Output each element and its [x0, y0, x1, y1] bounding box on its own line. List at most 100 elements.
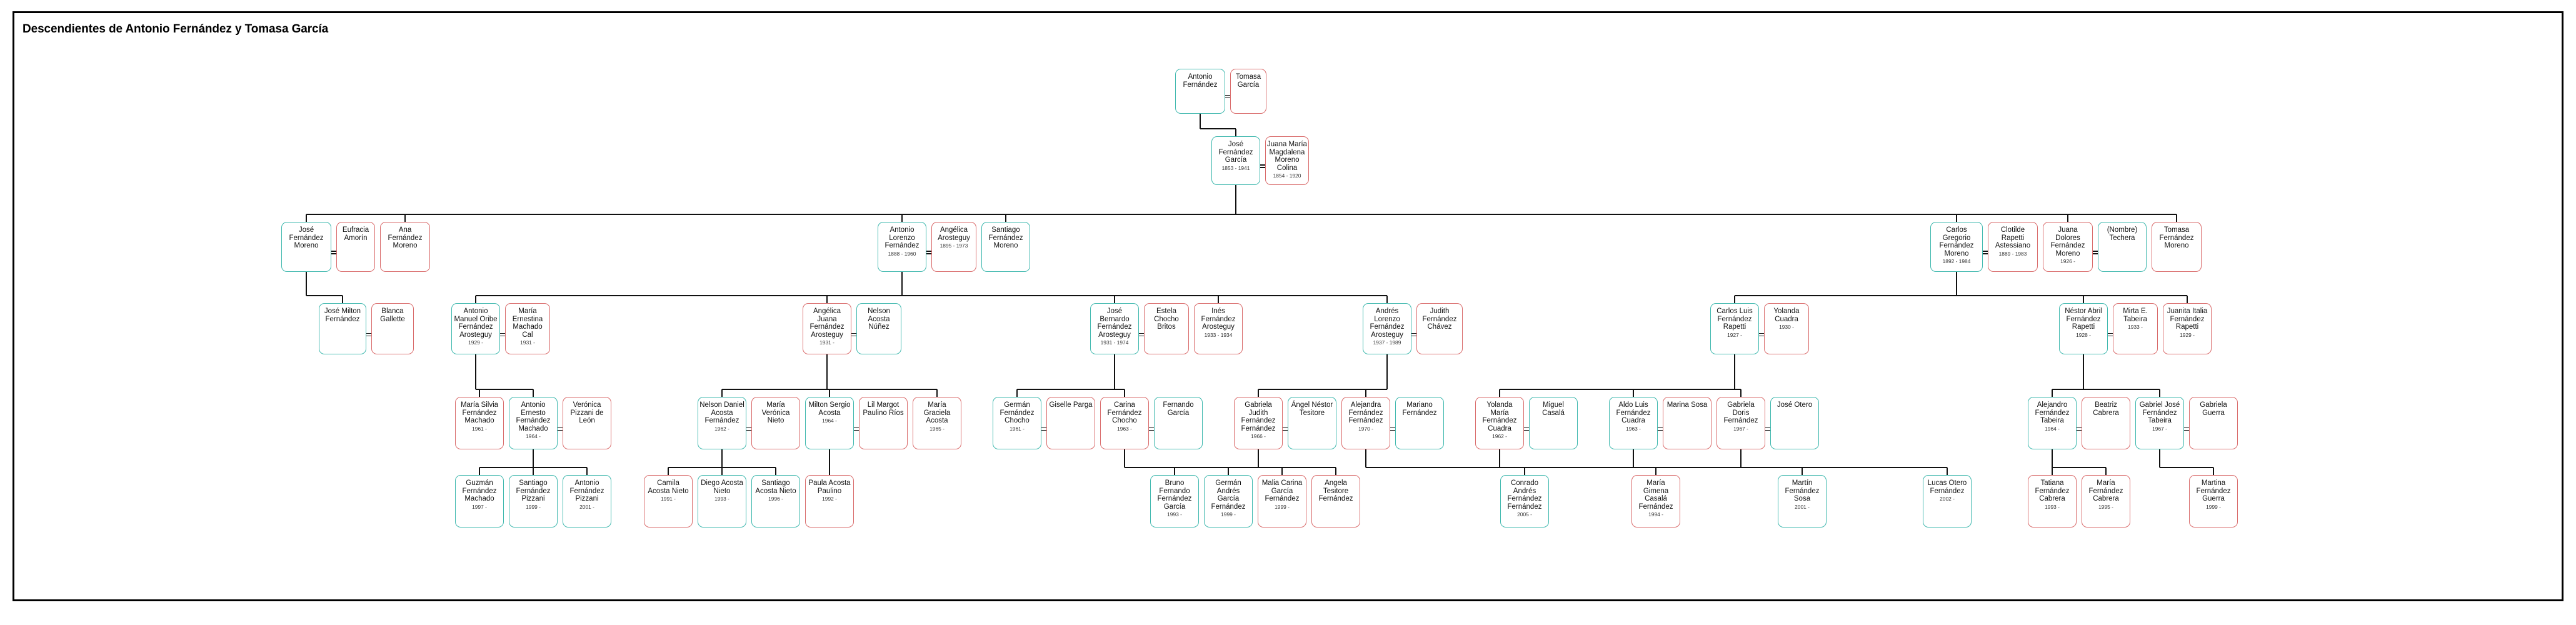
marriage-link — [854, 427, 859, 431]
person-name: Antonio Manuel Oribe Fernández Arosteguy — [454, 308, 498, 339]
person-box[interactable]: Antonio Manuel Oribe Fernández Arosteguy… — [451, 303, 500, 354]
person-box[interactable]: Santiago Fernández Moreno — [981, 222, 1030, 272]
person-box[interactable]: Mariano Fernández — [1395, 397, 1444, 449]
person-box[interactable]: Lil Margot Paulino Ríos — [859, 397, 908, 449]
person-dates: 1966 - — [1251, 433, 1266, 440]
marriage-link — [1411, 332, 1416, 337]
person-name: Antonio Lorenzo Fernández — [885, 226, 920, 250]
person-dates: 1888 - 1960 — [888, 250, 916, 257]
person-box[interactable]: Estela Chocho Britos — [1144, 303, 1189, 354]
marriage-link — [1041, 427, 1046, 431]
person-box[interactable]: Verónica Pizzani de León — [563, 397, 611, 449]
person-box[interactable]: Eufracia Amorín — [336, 222, 375, 272]
person-box[interactable]: Angela Tesitore Fernández — [1311, 475, 1360, 528]
person-box[interactable]: Tomasa García — [1230, 69, 1266, 114]
person-name: José Milton Fernández — [324, 308, 361, 323]
person-box[interactable]: Judith Fernández Chávez — [1416, 303, 1463, 354]
marriage-link — [500, 332, 505, 337]
person-dates: 1931 - 1974 — [1100, 339, 1129, 346]
person-name: Conrado Andrés Fernández Fernández — [1507, 479, 1542, 511]
person-name: Giselle Parga — [1049, 401, 1093, 409]
person-box[interactable]: Fernando García — [1154, 397, 1203, 449]
person-box[interactable]: José Otero — [1770, 397, 1819, 449]
marriage-link — [1149, 427, 1154, 431]
marriage-link — [2093, 251, 2098, 254]
marriage-link — [1225, 94, 1230, 99]
person-box[interactable]: José Fernández Moreno — [281, 222, 331, 272]
person-box[interactable]: Marina Sosa — [1663, 397, 1711, 449]
person-box[interactable]: Ana Fernández Moreno — [380, 222, 430, 272]
marriage-link — [926, 251, 931, 254]
person-box[interactable]: Tomasa Fernández Moreno — [2152, 222, 2202, 272]
person-box[interactable]: Ángel Néstor Tesitore — [1288, 397, 1336, 449]
person-box[interactable]: Antonio Fernández — [1175, 69, 1225, 114]
person-dates: 1967 - — [2152, 425, 2167, 432]
person-box[interactable]: José Milton Fernández — [319, 303, 366, 354]
person-box[interactable]: María Verónica Nieto — [751, 397, 800, 449]
person-name: Marina Sosa — [1666, 401, 1708, 409]
person-dates: 1997 - — [472, 503, 487, 510]
person-dates: 1992 - — [822, 496, 837, 502]
person-box[interactable]: (Nombre) Techera — [2098, 222, 2147, 272]
person-box[interactable]: Nelson Acosta Núñez — [856, 303, 901, 354]
person-box[interactable]: Blanca Gallette — [371, 303, 414, 354]
person-name: Carlos Luis Fernández Rapetti — [1716, 308, 1753, 331]
person-dates: 1929 - — [2180, 331, 2195, 338]
person-dates: 1993 - — [2045, 503, 2060, 510]
person-dates: 1928 - — [2076, 331, 2091, 338]
person-box[interactable]: Gabriela Guerra — [2189, 397, 2238, 449]
person-box[interactable]: Giselle Parga — [1046, 397, 1095, 449]
person-box[interactable]: Miguel Casalá — [1529, 397, 1578, 449]
marriage-link — [1390, 427, 1395, 431]
person-box[interactable]: Beatriz Cabrera — [2082, 397, 2130, 449]
